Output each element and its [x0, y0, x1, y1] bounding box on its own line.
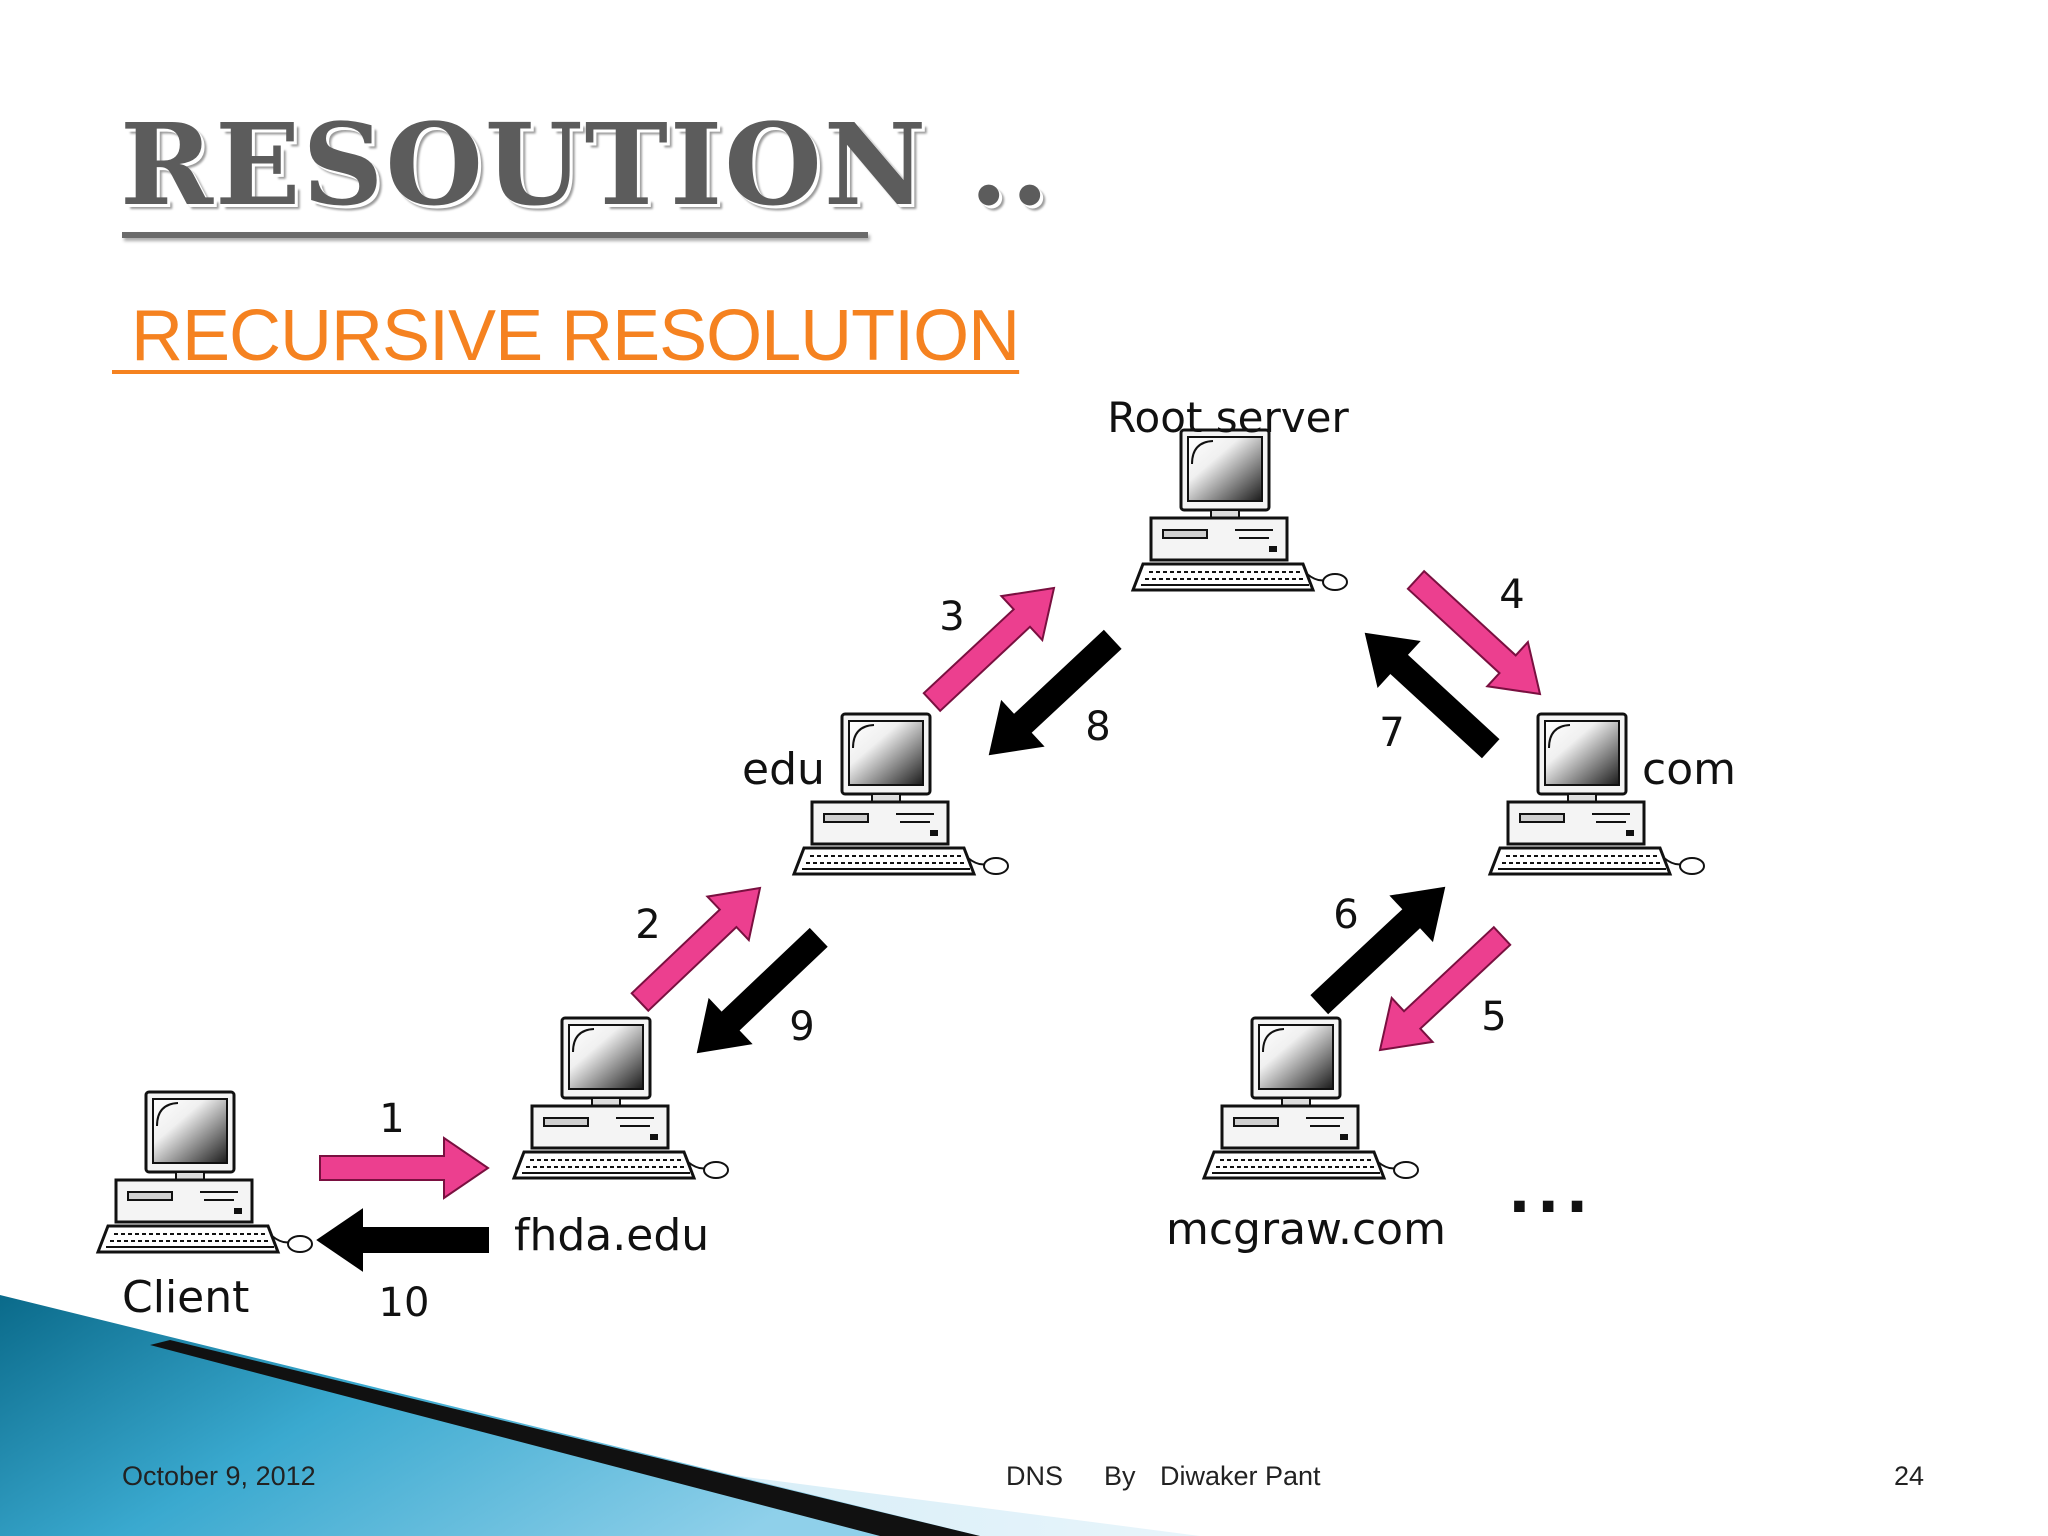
edu-label: edu — [742, 744, 825, 795]
step-3-label: 3 — [939, 594, 964, 640]
mcgraw-label: mcgraw.com — [1166, 1204, 1446, 1255]
request-arrow-step-3 — [922, 586, 1056, 713]
ellipsis-label: ... — [1508, 1157, 1594, 1227]
footer-page-number: 24 — [1894, 1461, 1925, 1491]
edu-server-computer-icon — [792, 712, 1010, 876]
slide-title: RESOUTION .. — [120, 100, 1052, 231]
footer-topic: DNS — [1006, 1461, 1064, 1491]
step-9-label: 9 — [789, 1004, 814, 1050]
request-arrow-step-5 — [1378, 925, 1512, 1052]
footer-by: By — [1104, 1461, 1136, 1491]
request-arrow-step-4 — [1406, 569, 1542, 696]
title-underline — [122, 232, 868, 238]
step-1-label: 1 — [379, 1096, 404, 1142]
response-arrow-step-7 — [1364, 632, 1500, 759]
root-server-label: Root server — [1107, 393, 1349, 442]
step-4-label: 4 — [1499, 572, 1524, 618]
step-7-label: 7 — [1379, 710, 1404, 756]
request-arrow-step-2 — [630, 886, 762, 1013]
step-6-label: 6 — [1333, 892, 1358, 938]
footer-date: October 9, 2012 — [122, 1461, 316, 1491]
request-arrow-step-1 — [319, 1136, 490, 1200]
com-label: com — [1642, 744, 1736, 795]
step-8-label: 8 — [1085, 704, 1110, 750]
response-arrow-step-8 — [988, 629, 1122, 756]
slide-subtitle: RECURSIVE RESOLUTION — [112, 296, 1020, 376]
step-10-label: 10 — [379, 1280, 430, 1326]
client-label: Client — [122, 1272, 249, 1323]
fhda-server-computer-icon — [512, 1016, 730, 1180]
response-arrow-step-10 — [316, 1208, 489, 1272]
footer-author: Diwaker Pant — [1160, 1461, 1321, 1491]
step-5-label: 5 — [1481, 994, 1506, 1040]
response-arrow-step-9 — [696, 927, 828, 1054]
step-2-label: 2 — [635, 902, 660, 948]
response-arrow-step-6 — [1310, 886, 1446, 1015]
root-server-computer-icon — [1131, 428, 1349, 592]
fhda-label: fhda.edu — [514, 1210, 709, 1261]
client-computer-icon — [96, 1090, 314, 1254]
